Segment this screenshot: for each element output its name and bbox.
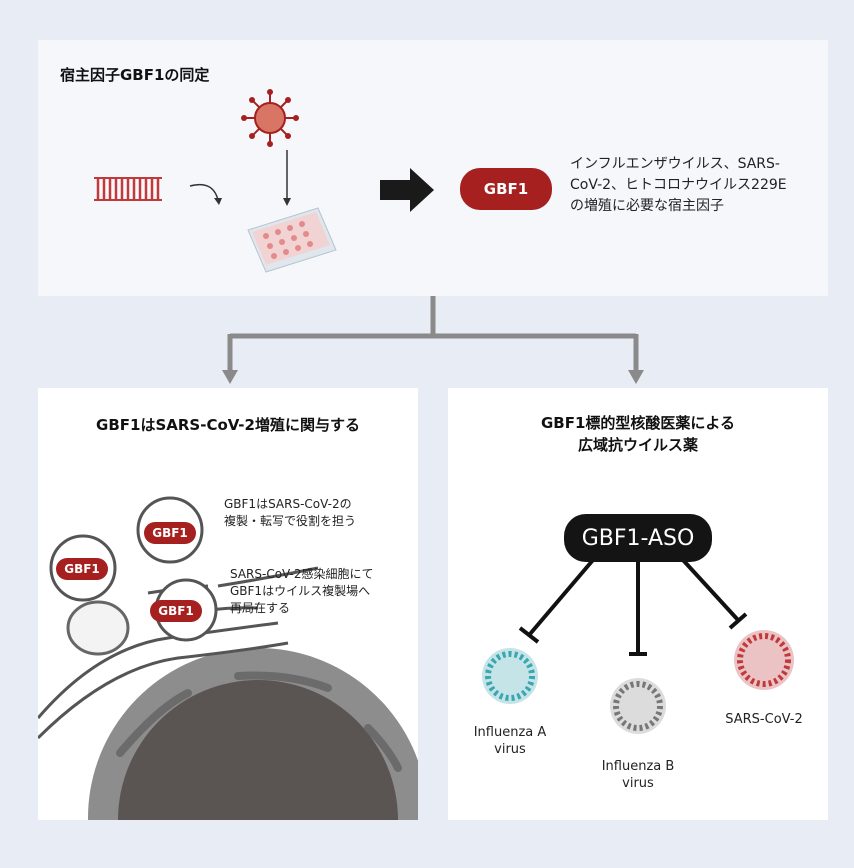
panel-title: GBF1標的型核酸医薬による 広域抗ウイルス薬 (448, 412, 828, 456)
virus-icon (241, 89, 299, 147)
gbf1-badge: GBF1 (144, 522, 196, 544)
gbf1-aso-badge: GBF1-ASO (564, 514, 712, 562)
note-line: 複製・転写で役割を担う (224, 514, 357, 528)
host-factor-identification-panel: 宿主因子GBF1の同定 GBF1 インフルエンザウイルス、SARS- CoV-2… (38, 40, 828, 296)
gbf1-badge: GBF1 (56, 558, 108, 580)
curved-arrow-icon (189, 183, 219, 201)
result-arrow-icon (380, 168, 434, 212)
inhibition-line (681, 558, 740, 622)
label-line: Influenza B (601, 759, 675, 774)
label-line: virus (622, 776, 654, 791)
antiviral-aso-panel: GBF1標的型核酸医薬による 広域抗ウイルス薬 GBF1-ASO Influen… (448, 388, 828, 820)
panel-title: GBF1はSARS-CoV-2増殖に関与する (96, 416, 360, 434)
rna-ladder-icon (94, 177, 162, 201)
replication-note: GBF1はSARS-CoV-2の 複製・転写で役割を担う (224, 496, 356, 530)
sars-cov2-label: SARS-CoV-2 (725, 712, 803, 727)
gbf1-sars-cov2-panel: GBF1はSARS-CoV-2増殖に関与する GBF1 GBF1 GBF1 GB… (38, 388, 418, 820)
panel-title: 宿主因子GBF1の同定 (60, 66, 210, 84)
cell-illustration (38, 496, 418, 820)
nucleus (118, 680, 398, 820)
desc-line: CoV-2、ヒトコロナウイルス229E (570, 177, 787, 193)
relocalization-note: SARS-CoV-2感染細胞にて GBF1はウイルス複製場へ 再局在する (230, 566, 374, 617)
label-line: virus (494, 742, 526, 757)
influenza-b-virus-icon (610, 678, 666, 734)
gbf1-badge: GBF1 (460, 168, 552, 210)
note-line: 再局在する (230, 601, 291, 615)
note-line: SARS-CoV-2感染細胞にて (230, 567, 374, 581)
influenza-b-label: Influenza B virus (588, 758, 688, 792)
host-factor-description: インフルエンザウイルス、SARS- CoV-2、ヒトコロナウイルス229E の増… (570, 154, 787, 217)
note-line: GBF1はSARS-CoV-2の (224, 497, 352, 511)
inhibition-line (528, 558, 595, 636)
label-line: Influenza A (473, 725, 547, 740)
influenza-a-label: Influenza A virus (460, 724, 560, 758)
sars-cov2-virus-icon (734, 630, 794, 690)
desc-line: インフルエンザウイルス、SARS- (570, 156, 780, 172)
gbf1-badge: GBF1 (150, 600, 202, 622)
influenza-a-virus-icon (482, 648, 538, 704)
title-line: 広域抗ウイルス薬 (577, 436, 698, 454)
well-plate-icon (247, 207, 337, 273)
title-line: GBF1標的型核酸医薬による (541, 414, 735, 432)
note-line: GBF1はウイルス複製場へ (230, 584, 371, 598)
desc-line: の増殖に必要な宿主因子 (570, 198, 724, 214)
